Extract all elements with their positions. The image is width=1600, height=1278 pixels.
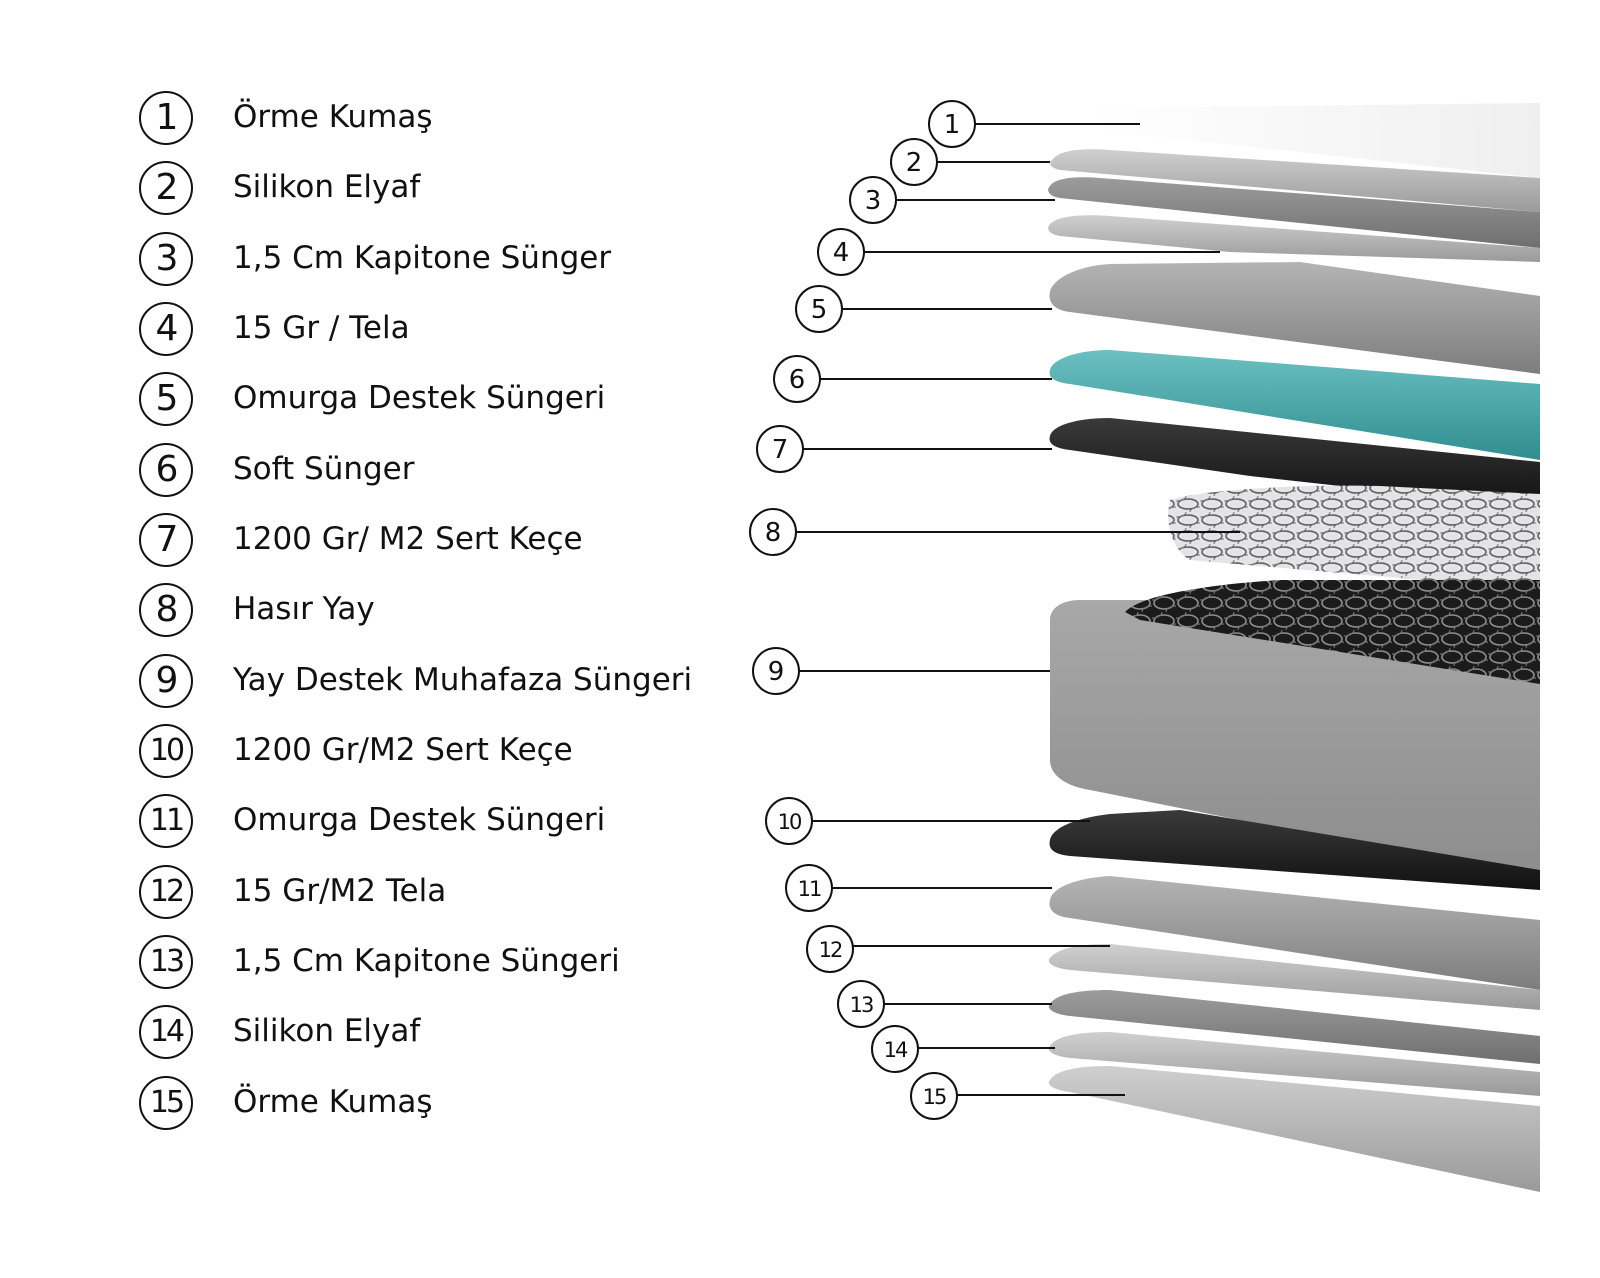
legend-number-badge: 6 — [139, 443, 193, 497]
legend-label: Silikon Elyaf — [233, 1013, 421, 1049]
callout-number: 3 — [865, 186, 882, 216]
legend-item: 4 15 Gr / Tela — [139, 302, 739, 360]
legend-item: 5 Omurga Destek Süngeri — [139, 372, 739, 430]
callout-number: 2 — [906, 148, 923, 178]
callout-number: 15 — [923, 1085, 946, 1109]
legend-item: 15 Örme Kumaş — [139, 1076, 739, 1134]
legend-number-badge: 10 — [139, 724, 193, 778]
legend-item: 7 1200 Gr/ M2 Sert Keçe — [139, 513, 739, 571]
legend-number-badge: 12 — [139, 865, 193, 919]
callout-number: 12 — [819, 938, 842, 962]
legend-number-badge: 7 — [139, 513, 193, 567]
callout-number: 5 — [811, 295, 828, 325]
spring-coils — [1125, 580, 1540, 684]
legend-number-badge: 4 — [139, 302, 193, 356]
callout-badge-5 — [795, 285, 843, 333]
legend-label: 1,5 Cm Kapitone Süngeri — [233, 943, 620, 979]
legend-label: 15 Gr / Tela — [233, 310, 410, 346]
legend-number-badge: 14 — [139, 1005, 193, 1059]
legend-label: Silikon Elyaf — [233, 169, 421, 205]
callout-number: 9 — [768, 657, 785, 687]
legend-item: 9 Yay Destek Muhafaza Süngeri — [139, 654, 739, 712]
layer-13-quilted-foam — [1048, 990, 1540, 1064]
legend-item: 11 Omurga Destek Süngeri — [139, 794, 739, 852]
callout-number: 11 — [798, 877, 821, 901]
callout-number: 13 — [850, 993, 873, 1017]
callout-badge-2 — [890, 138, 938, 186]
layer-15-knit-fabric — [1048, 1066, 1540, 1192]
legend-label: 15 Gr/M2 Tela — [233, 873, 447, 909]
callout-badge-10 — [765, 797, 813, 845]
legend-label: 1,5 Cm Kapitone Sünger — [233, 240, 612, 276]
callout-number: 6 — [789, 365, 806, 395]
callout-badge-4 — [817, 228, 865, 276]
legend-number-badge: 1 — [139, 91, 193, 145]
layer-10-hard-felt — [1049, 810, 1540, 890]
legend-number-badge: 13 — [139, 935, 193, 989]
legend-item: 13 1,5 Cm Kapitone Süngeri — [139, 935, 739, 993]
legend-number-badge: 2 — [139, 161, 193, 215]
legend-label: Hasır Yay — [233, 591, 375, 627]
legend-item: 6 Soft Sünger — [139, 443, 739, 501]
callout-badge-6 — [773, 355, 821, 403]
callout-number: 4 — [833, 238, 850, 268]
callout-badge-13 — [837, 980, 885, 1028]
legend-number-badge: 11 — [139, 794, 193, 848]
legend-item: 12 15 Gr/M2 Tela — [139, 865, 739, 923]
callout-badge-12 — [806, 925, 854, 973]
callout-badge-9 — [752, 647, 800, 695]
legend-item: 2 Silikon Elyaf — [139, 161, 739, 219]
legend-label: Omurga Destek Süngeri — [233, 802, 606, 838]
legend-label: Soft Sünger — [233, 451, 415, 487]
callout-number: 1 — [944, 110, 961, 140]
callout-badge-8 — [749, 508, 797, 556]
layer-1-knit-fabric — [1090, 103, 1540, 178]
layer-9-spring-support-foam — [1050, 600, 1540, 880]
layer-14-silicone-fiber — [1048, 1032, 1540, 1096]
layer-6-soft-foam — [1049, 350, 1540, 460]
layer-7-hard-felt — [1049, 418, 1540, 508]
callout-badge-1 — [928, 100, 976, 148]
layer-5-spine-support-foam — [1049, 262, 1540, 374]
layer-4-tela — [1048, 215, 1540, 262]
legend-item: 3 1,5 Cm Kapitone Sünger — [139, 232, 739, 290]
layer-3-quilted-foam — [1048, 177, 1540, 248]
legend-item: 14 Silikon Elyaf — [139, 1005, 739, 1063]
layer-11-spine-support-foam — [1049, 876, 1540, 990]
legend-number-badge: 3 — [139, 232, 193, 286]
legend-number-badge: 8 — [139, 583, 193, 637]
layer-8-spring-mesh — [1168, 485, 1540, 590]
callouts — [749, 100, 1240, 1120]
callout-number: 8 — [765, 518, 782, 548]
legend-item: 8 Hasır Yay — [139, 583, 739, 641]
layer-2-silicone-fiber — [1050, 149, 1540, 212]
legend-label: Yay Destek Muhafaza Süngeri — [233, 662, 693, 698]
callout-badge-3 — [849, 176, 897, 224]
legend-number-badge: 5 — [139, 372, 193, 426]
callout-badge-14 — [871, 1025, 919, 1073]
legend-number-badge: 15 — [139, 1076, 193, 1130]
layer-legend: 1 Örme Kumaş 2 Silikon Elyaf 3 1,5 Cm Ka… — [0, 0, 740, 1278]
legend-label: Örme Kumaş — [233, 1084, 433, 1120]
legend-label: 1200 Gr/ M2 Sert Keçe — [233, 521, 583, 557]
legend-label: Omurga Destek Süngeri — [233, 380, 606, 416]
callout-badge-15 — [910, 1072, 958, 1120]
legend-item: 10 1200 Gr/M2 Sert Keçe — [139, 724, 739, 782]
callout-numbers: 1 2 3 4 5 6 7 8 9 10 11 12 13 14 15 — [765, 110, 961, 1109]
callout-badge-7 — [756, 425, 804, 473]
legend-item: 1 Örme Kumaş — [139, 91, 739, 149]
callout-number: 10 — [778, 810, 801, 834]
callout-number: 7 — [772, 435, 789, 465]
legend-label: 1200 Gr/M2 Sert Keçe — [233, 732, 573, 768]
legend-label: Örme Kumaş — [233, 99, 433, 135]
callout-badge-11 — [785, 864, 833, 912]
legend-number-badge: 9 — [139, 654, 193, 708]
callout-number: 14 — [884, 1038, 908, 1062]
layer-12-tela — [1048, 944, 1540, 1010]
